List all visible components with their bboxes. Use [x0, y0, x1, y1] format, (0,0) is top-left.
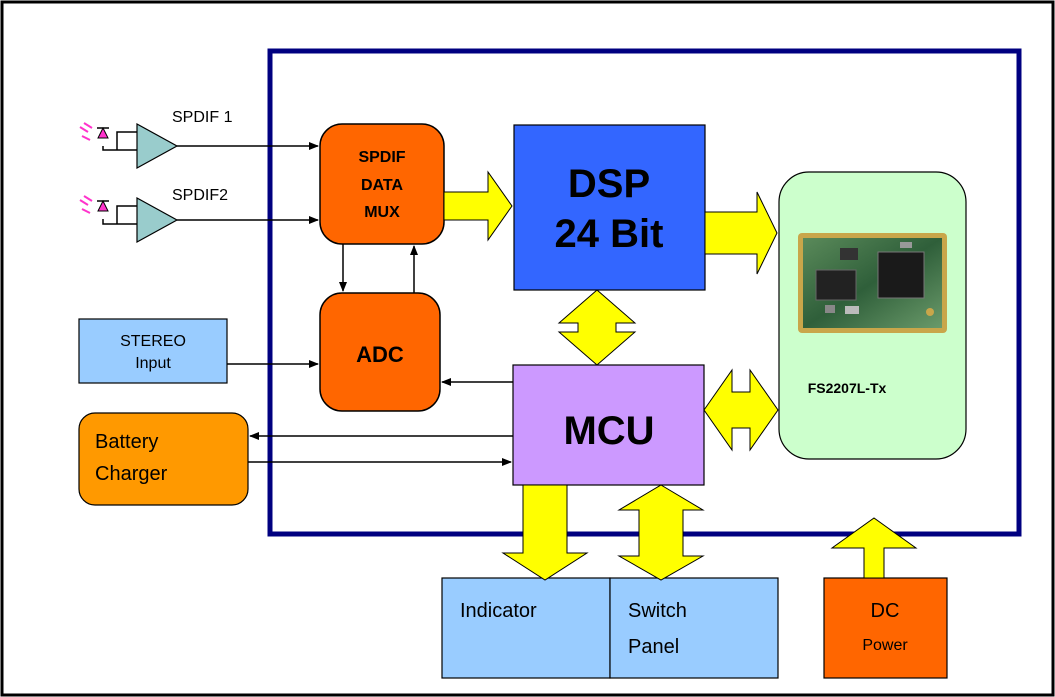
mcu-label: MCU	[563, 409, 654, 453]
dsp-to-module-arrow	[704, 191, 778, 275]
adc-block	[319, 292, 441, 412]
switch-panel-block	[609, 577, 779, 679]
switch-line-1: Switch	[628, 600, 687, 622]
dc-power-block	[823, 577, 948, 679]
mcu-to-indicator-arrow	[501, 484, 589, 581]
indicator-label: Indicator	[460, 600, 537, 622]
charger-line-2: Charger	[95, 463, 168, 485]
dc-line-2: Power	[862, 637, 908, 654]
stereo-input-block	[78, 318, 228, 384]
dc-line-1: DC	[871, 600, 900, 622]
dsp-line-2: 24 Bit	[555, 212, 664, 256]
mux-line-1: SPDIF	[358, 149, 405, 166]
module-board-image	[798, 233, 947, 333]
mux-line-2: DATA	[361, 177, 404, 194]
mux-to-dsp-arrow	[443, 170, 513, 242]
spdif2-receiver	[79, 195, 179, 244]
spdif1-label: SPDIF 1	[172, 109, 233, 126]
battery-charger-block	[78, 412, 249, 506]
indicator-block	[441, 577, 611, 679]
dc-to-module-arrow	[830, 517, 918, 579]
spdif1-receiver	[79, 122, 179, 170]
buffer-amplifier-2	[136, 196, 179, 244]
mcu-module-bus-arrow	[703, 368, 779, 452]
mux-line-3: MUX	[364, 204, 400, 221]
dsp-line-1: DSP	[568, 162, 650, 206]
mcu-block	[512, 364, 705, 486]
led-icon	[79, 195, 109, 214]
buffer-amplifier-1	[136, 122, 179, 170]
stereo-line-2: Input	[135, 355, 171, 372]
spdif-mux-block	[319, 123, 445, 245]
stereo-line-1: STEREO	[120, 333, 186, 350]
module-label: FS2207L-Tx	[808, 380, 887, 396]
spdif2-label: SPDIF2	[172, 187, 228, 204]
led-icon	[79, 122, 109, 141]
charger-line-1: Battery	[95, 431, 158, 453]
dsp-block	[513, 124, 706, 291]
adc-label: ADC	[356, 342, 404, 367]
mcu-switch-bus-arrow	[617, 484, 705, 581]
switch-line-2: Panel	[628, 636, 679, 658]
